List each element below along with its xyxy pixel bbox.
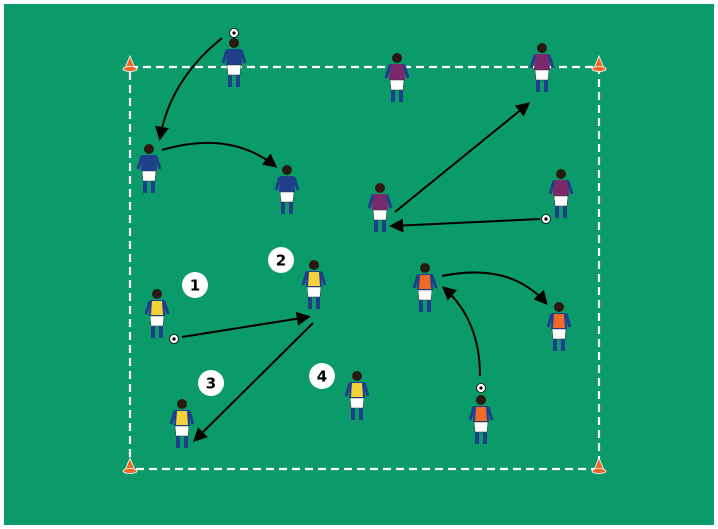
ball-icon bbox=[170, 335, 179, 344]
pitch-background bbox=[4, 4, 714, 525]
ball-icon bbox=[477, 384, 486, 393]
svg-text:1: 1 bbox=[190, 277, 200, 295]
number-label-2: 2 bbox=[268, 247, 294, 273]
svg-text:4: 4 bbox=[317, 368, 327, 386]
number-label-1: 1 bbox=[182, 272, 208, 298]
svg-text:2: 2 bbox=[276, 252, 286, 270]
ball-icon bbox=[542, 215, 551, 224]
svg-text:3: 3 bbox=[206, 375, 216, 393]
number-label-4: 4 bbox=[309, 363, 335, 389]
ball-icon bbox=[230, 29, 239, 38]
number-label-3: 3 bbox=[198, 370, 224, 396]
